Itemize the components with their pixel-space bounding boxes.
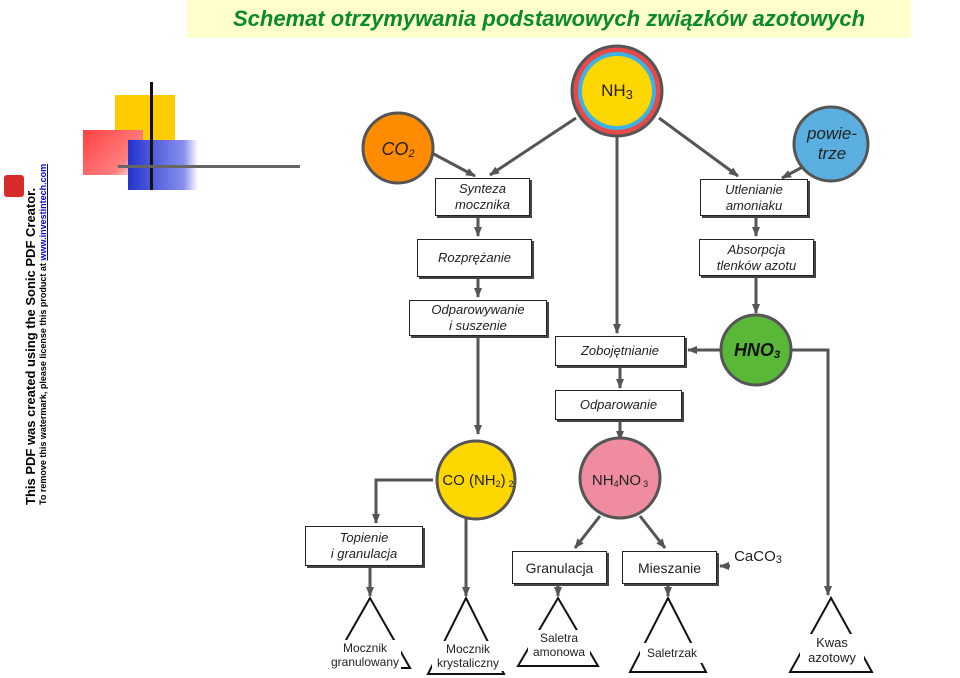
air-node bbox=[792, 105, 870, 183]
decompression-box: Rozprężanie bbox=[417, 239, 532, 277]
product-triangles bbox=[328, 595, 874, 675]
page-title: Schemat otrzymywania podstawowych związk… bbox=[232, 6, 866, 31]
arrow-nh3-to-oxidation bbox=[658, 116, 739, 178]
product-saletrzak: Saletrzak bbox=[640, 643, 704, 663]
watermark: This PDF was created using the Sonic PDF… bbox=[0, 164, 48, 505]
connectors bbox=[366, 116, 832, 597]
decoration-vertical-line bbox=[150, 82, 153, 190]
arrow-nh3-to-synthesis bbox=[489, 116, 577, 177]
evaporation-box: Odparowanie bbox=[555, 390, 682, 420]
neutralization-box: Zobojętnianie bbox=[555, 336, 685, 366]
arrow-nitrate-to-granulation bbox=[573, 515, 602, 549]
arrow-urea-to-melting bbox=[372, 478, 433, 524]
arrow-co2-to-synthesis bbox=[429, 150, 476, 178]
urea-node bbox=[435, 439, 517, 521]
hno3-node bbox=[719, 313, 793, 387]
arrow-hno3-to-nitric-acid bbox=[790, 348, 832, 596]
arrow-nitrate-to-mixing bbox=[638, 515, 667, 549]
co2-node bbox=[361, 111, 435, 185]
granulation-box: Granulacja bbox=[512, 551, 607, 584]
decoration-horizontal-line bbox=[118, 165, 300, 168]
nitrate-node bbox=[578, 436, 662, 520]
mixing-box: Mieszanie bbox=[622, 551, 717, 584]
title-bar: Schemat otrzymywania podstawowych związk… bbox=[187, 0, 911, 38]
sonic-logo-icon bbox=[4, 175, 24, 197]
nh3-node bbox=[582, 56, 652, 126]
